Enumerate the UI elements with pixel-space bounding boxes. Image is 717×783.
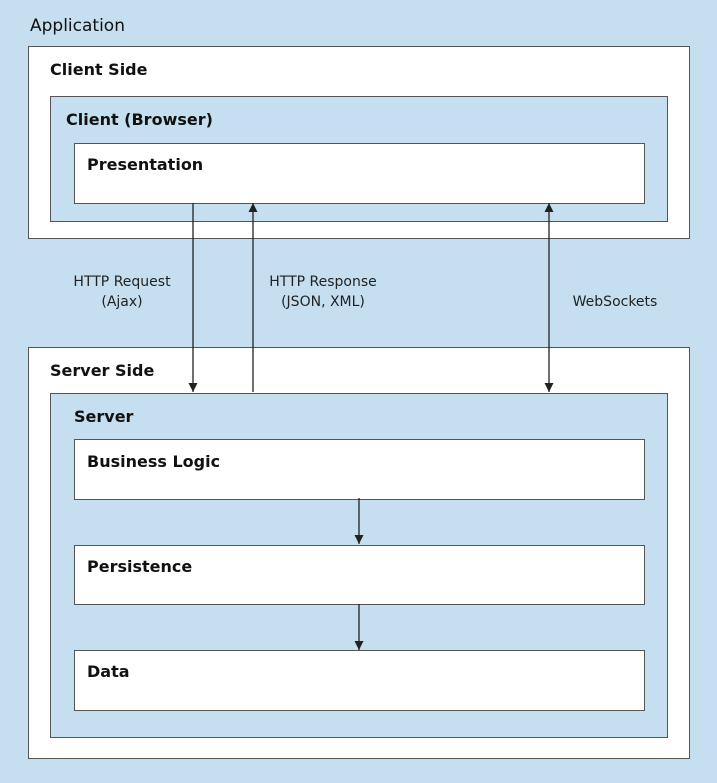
server-side-label: Server Side bbox=[50, 361, 155, 380]
websockets-line1: WebSockets bbox=[572, 294, 658, 310]
http-response-line1: HTTP Response bbox=[269, 274, 377, 290]
http-request-line2: (Ajax) bbox=[101, 294, 143, 310]
http-request-line1: HTTP Request bbox=[73, 274, 171, 290]
http-response-line2: (JSON, XML) bbox=[281, 294, 365, 310]
data-layer: Data bbox=[74, 650, 645, 711]
server-label: Server bbox=[74, 407, 134, 426]
presentation-label: Presentation bbox=[87, 155, 204, 174]
application-label: Application bbox=[30, 16, 125, 36]
http-request-label: HTTP Request (Ajax) bbox=[62, 272, 182, 312]
client-browser-container: Client (Browser) Presentation bbox=[50, 96, 668, 222]
client-browser-label: Client (Browser) bbox=[66, 110, 213, 129]
client-side-container: Client Side Client (Browser) Presentatio… bbox=[28, 46, 690, 239]
persistence-label: Persistence bbox=[87, 557, 193, 576]
data-label: Data bbox=[87, 662, 130, 681]
websockets-label: WebSockets bbox=[560, 292, 670, 312]
presentation-layer: Presentation bbox=[74, 143, 645, 204]
server-side-container: Server Side Server Business Logic Persis… bbox=[28, 347, 690, 759]
business-logic-layer: Business Logic bbox=[74, 439, 645, 500]
persistence-layer: Persistence bbox=[74, 545, 645, 605]
server-container: Server Business Logic Persistence Data bbox=[50, 393, 668, 738]
http-response-label: HTTP Response (JSON, XML) bbox=[258, 272, 388, 312]
client-side-label: Client Side bbox=[50, 60, 148, 79]
business-logic-label: Business Logic bbox=[87, 452, 221, 471]
